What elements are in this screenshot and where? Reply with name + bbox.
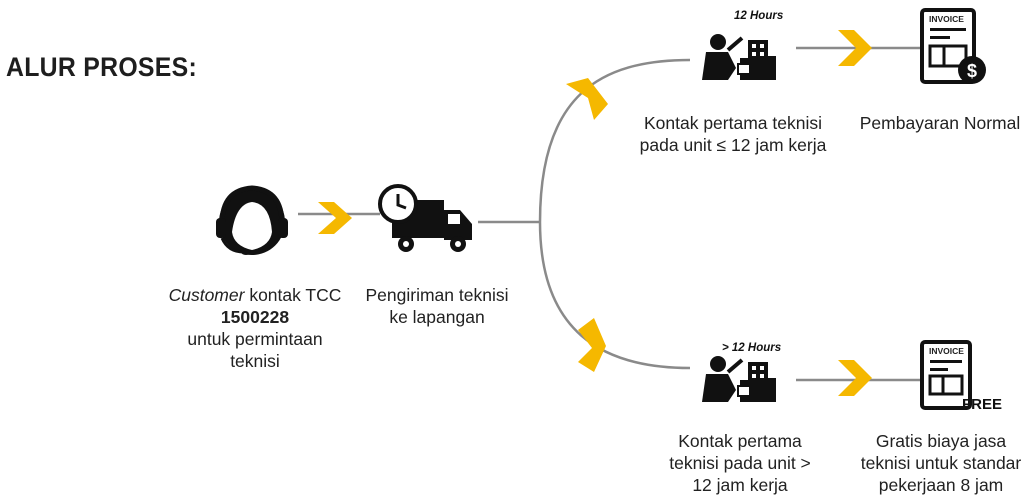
- hours-label-normal: 12 Hours: [734, 10, 784, 22]
- chevrons: [318, 30, 872, 396]
- late-branch-caption: Kontak pertama teknisi pada unit > 12 ja…: [650, 430, 830, 496]
- late-caption-line3: 12 jam kerja: [692, 475, 788, 495]
- invoice-label: INVOICE: [929, 346, 964, 356]
- late-result-caption: Gratis biaya jasa teknisi untuk standar …: [858, 430, 1024, 496]
- headset-agent-icon: [216, 185, 288, 255]
- chevron-arrow-icon: [318, 202, 352, 234]
- dispatch-caption-line2: ke lapangan: [389, 307, 485, 327]
- free-label: FREE: [962, 396, 1003, 413]
- normal-caption-line2: pada unit ≤ 12 jam kerja: [639, 135, 827, 155]
- customer-caption: Customer kontak TCC 1500228 untuk permin…: [160, 284, 350, 372]
- normal-branch-caption: Kontak pertama teknisi pada unit ≤ 12 ja…: [628, 112, 838, 156]
- dispatch-caption-line1: Pengiriman teknisi: [365, 285, 509, 305]
- tcc-number: 1500228: [220, 307, 290, 327]
- chevron-arrow-icon: [566, 78, 608, 120]
- normal-result-caption: Pembayaran Normal: [859, 113, 1021, 133]
- dispatch-caption: Pengiriman teknisi ke lapangan: [352, 284, 522, 328]
- customer-caption-line3: untuk permintaan: [187, 329, 323, 349]
- technician-repair-icon: [702, 34, 776, 80]
- late-caption-line2: teknisi pada unit >: [669, 453, 811, 473]
- hours-label-late: > 12 Hours: [722, 342, 782, 354]
- invoice-label: INVOICE: [929, 14, 964, 24]
- chevron-arrow-icon: [838, 30, 872, 66]
- chevron-arrow-icon: [838, 360, 872, 396]
- customer-caption-line4: teknisi: [230, 351, 280, 371]
- connector-lower-branch: [538, 221, 691, 370]
- normal-caption-line1: Kontak pertama teknisi: [643, 113, 822, 133]
- customer-caption-rest: kontak TCC: [244, 285, 342, 305]
- chevron-arrow-icon: [578, 318, 606, 372]
- technician-repair-icon: [702, 356, 776, 402]
- invoice-free-icon: [920, 340, 972, 410]
- late-result-line3: pekerjaan 8 jam: [878, 475, 1004, 495]
- late-result-line1: Gratis biaya jasa: [875, 431, 1007, 451]
- customer-word: Customer: [168, 285, 245, 305]
- late-caption-line1: Kontak pertama: [678, 431, 802, 451]
- late-result-line2: teknisi untuk standar: [860, 453, 1022, 473]
- delivery-truck-clock-icon: [378, 184, 472, 252]
- svg-text:$: $: [967, 61, 977, 81]
- invoice-dollar-icon: $: [920, 8, 986, 84]
- page-title: ALUR PROSES:: [6, 52, 198, 82]
